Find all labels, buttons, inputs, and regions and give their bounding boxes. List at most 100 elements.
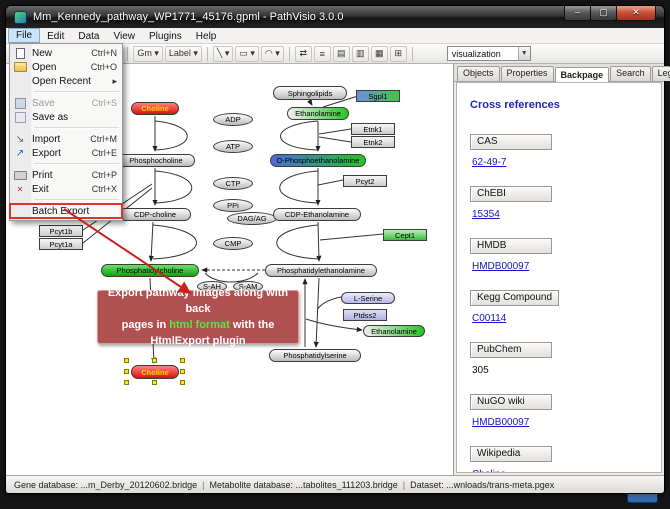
menu-item-label: Open Recent (32, 75, 91, 87)
pathway-node-sgpl1[interactable]: Sgpl1 (356, 90, 400, 102)
pathway-node-cmp[interactable]: CMP (213, 237, 253, 250)
line-tool-icon[interactable]: ╲ ▾ (212, 45, 234, 62)
pathway-node-phosphatidylserine[interactable]: Phosphatidylserine (269, 349, 361, 362)
menu-view[interactable]: View (113, 30, 135, 42)
xref-database-name: Wikipedia (470, 446, 552, 462)
visualization-combobox[interactable]: visualization ▼ (446, 46, 531, 61)
pathway-node-phosphatidylcholine[interactable]: Phosphatidylcholine (101, 264, 199, 277)
xref-link[interactable]: 15354 (472, 209, 500, 220)
maximize-button[interactable]: ▢ (590, 6, 617, 21)
pathway-node-etnk2[interactable]: Etnk2 (351, 136, 395, 148)
stack-rows-icon[interactable]: ▤ (332, 45, 350, 62)
menu-data[interactable]: Data (78, 30, 100, 42)
close-button[interactable]: ✕ (616, 6, 656, 21)
xref-database-name: CAS (470, 134, 552, 150)
menu-separator (34, 127, 119, 129)
tab-search[interactable]: Search (610, 66, 651, 81)
exit-icon (12, 183, 28, 195)
menu-shortcut: Ctrl+S (91, 98, 117, 108)
xref-link[interactable]: C00114 (472, 313, 507, 324)
pathway-node-cdp-ethanolamine[interactable]: CDP-Ethanolamine (273, 208, 361, 221)
swap-data-icon[interactable]: ⇄ (294, 45, 312, 62)
pathway-node-cept1[interactable]: Cept1 (383, 229, 427, 241)
annotation-callout: Export pathway images along with back pa… (97, 287, 299, 347)
pathway-node-l-serine[interactable]: L-Serine (341, 292, 395, 304)
pathway-node-ptdss2[interactable]: Ptdss2 (343, 309, 387, 321)
pathway-node-ethanolamine[interactable]: Ethanolamine (363, 325, 425, 337)
menu-plugins[interactable]: Plugins (148, 30, 182, 42)
annotation-line1: Export pathway images along with back (107, 287, 289, 315)
toolbar-separator (127, 46, 129, 61)
xref-link[interactable]: HMDB00097 (472, 261, 530, 272)
sidebar-tabs: ObjectsPropertiesBackpageSearchLegend (454, 64, 670, 82)
title-bar[interactable]: Mm_Kennedy_pathway_WP1771_45176.gpml - P… (6, 6, 664, 28)
xref-link[interactable]: Choline (472, 469, 653, 472)
window-title: Mm_Kennedy_pathway_WP1771_45176.gpml - P… (33, 11, 344, 23)
menu-item-open-recent[interactable]: Open Recent▸ (10, 74, 122, 88)
pathway-node-pcyt1a[interactable]: Pcyt1a (39, 238, 83, 250)
chevron-down-icon[interactable]: ▼ (517, 47, 530, 60)
stack-columns-icon[interactable]: ▥ (351, 45, 369, 62)
menu-item-save-as[interactable]: Save as (10, 110, 122, 124)
pathway-node-adp[interactable]: ADP (213, 113, 253, 126)
rectangle-tool-icon[interactable]: ▭ ▾ (235, 45, 259, 62)
menu-item-new[interactable]: New Ctrl+N (10, 46, 122, 60)
pathway-node-sphingolipids[interactable]: Sphingolipids (273, 86, 347, 100)
pathway-node-phosphatidylethanolamine[interactable]: Phosphatidylethanolamine (265, 264, 377, 277)
pathway-node-pcyt2[interactable]: Pcyt2 (343, 175, 387, 187)
pathway-node-cdp-choline[interactable]: CDP-choline (119, 208, 191, 221)
pathway-node-pcyt1b[interactable]: Pcyt1b (39, 225, 83, 237)
toolbar-separator (411, 46, 413, 61)
pathway-node-choline[interactable]: Choline (131, 102, 179, 115)
scale-grid-icon[interactable]: ▦ (370, 45, 388, 62)
menu-edit[interactable]: Edit (47, 30, 65, 42)
menu-file[interactable]: File (8, 28, 41, 43)
pathway-node-dag-ag[interactable]: DAG/AG (227, 212, 277, 225)
group-icon[interactable]: ⊞ (389, 45, 407, 62)
status-segment: Dataset: ...wnloads/trans-meta.pgex (410, 479, 555, 490)
annotation-highlight: html format (169, 319, 230, 331)
menu-help[interactable]: Help (195, 30, 217, 42)
menu-item-batch-export[interactable]: Batch Export (9, 203, 123, 219)
menu-item-label: New (32, 47, 53, 59)
print-icon (12, 169, 28, 181)
pathway-node-atp[interactable]: ATP (213, 140, 253, 153)
pathway-node-ctp[interactable]: CTP (213, 177, 253, 190)
pathway-node-ppi[interactable]: PPi (213, 199, 253, 212)
export-icon (12, 147, 28, 159)
minimize-button[interactable]: – (564, 6, 591, 21)
tab-backpage[interactable]: Backpage (554, 67, 610, 82)
label-tool[interactable]: Label ▾ (164, 45, 202, 62)
tab-properties[interactable]: Properties (500, 66, 554, 81)
xref-link[interactable]: HMDB00097 (472, 417, 530, 428)
menu-shortcut: Ctrl+E (91, 148, 117, 158)
status-segment: Gene database: ...m_Derby_20120602.bridg… (14, 479, 198, 490)
arc-tool-icon[interactable]: ◠ ▾ (260, 45, 284, 62)
pathway-node-ethanolamine[interactable]: Ethanolamine (287, 107, 349, 120)
pathway-node-o-phosphoethanolamine[interactable]: O-Phosphoethanolamine (270, 154, 366, 167)
save-icon (12, 97, 28, 109)
pathway-node-choline[interactable]: Choline (131, 365, 179, 379)
window-controls: – ▢ ✕ (564, 6, 656, 21)
align-icon[interactable]: ≡ (313, 45, 331, 62)
tab-objects[interactable]: Objects (457, 66, 500, 81)
menu-shortcut: Ctrl+N (91, 48, 117, 58)
status-separator: | (402, 479, 406, 490)
xref-link[interactable]: 62-49-7 (472, 157, 507, 168)
pathway-node-etnk1[interactable]: Etnk1 (351, 123, 395, 135)
menu-shortcut: Ctrl+O (90, 62, 117, 72)
cross-references-heading: Cross references (470, 99, 560, 111)
tab-legend[interactable]: Legend (651, 66, 670, 81)
gene-product-tool[interactable]: Gm ▾ (133, 45, 163, 62)
pathway-node-phosphocholine[interactable]: Phosphocholine (117, 154, 195, 167)
xref-value: 305 (472, 365, 489, 376)
